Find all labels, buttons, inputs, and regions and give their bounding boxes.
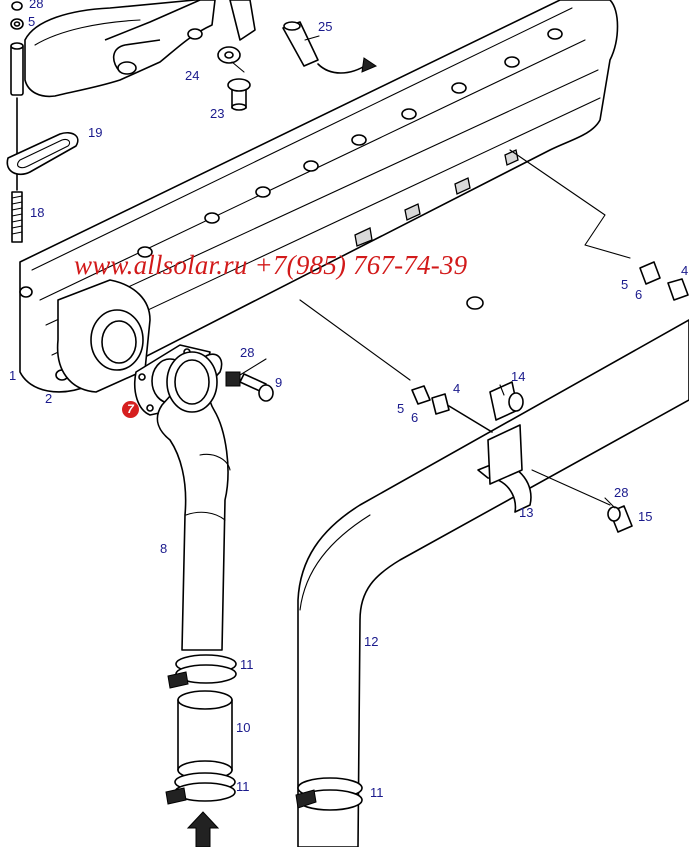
callouts: 28 5 25 24 23 19 18 1 2 28 9 5 6 4 5 6 4… xyxy=(9,0,688,800)
bolt-9 xyxy=(225,371,274,402)
pipe-8 xyxy=(156,351,231,651)
callout-13: 13 xyxy=(519,505,533,520)
callout-12: 12 xyxy=(364,634,378,649)
leader-lines xyxy=(231,35,631,509)
callout-11-upper: 11 xyxy=(240,657,254,672)
callout-1: 1 xyxy=(9,368,16,383)
left-stud-assembly xyxy=(10,1,24,243)
callout-25: 25 xyxy=(318,19,332,34)
callout-28-mid: 28 xyxy=(240,345,254,360)
callout-28-top: 28 xyxy=(29,0,43,11)
callout-15: 15 xyxy=(638,509,652,524)
callout-18: 18 xyxy=(30,205,44,220)
highlighted-part-badge[interactable]: 7 xyxy=(122,401,139,418)
callout-2: 2 xyxy=(45,391,52,406)
callout-6-right: 6 xyxy=(635,287,642,302)
callout-28-right: 28 xyxy=(614,485,628,500)
nut-15 xyxy=(607,505,633,533)
callout-4-mid: 4 xyxy=(453,381,460,396)
bracket-13 xyxy=(477,424,532,513)
callout-5-top: 5 xyxy=(28,14,35,29)
callout-19: 19 xyxy=(88,125,102,140)
clamp-11-upper xyxy=(167,654,237,689)
flow-arrow-icon xyxy=(186,811,220,847)
callout-24: 24 xyxy=(185,68,199,83)
pipe-12 xyxy=(297,319,689,847)
stud-thread xyxy=(11,191,23,243)
callout-10: 10 xyxy=(236,720,250,735)
plug-23 xyxy=(227,78,251,111)
sensor-25 xyxy=(282,21,378,74)
callout-9: 9 xyxy=(275,375,282,390)
callout-5-right: 5 xyxy=(621,277,628,292)
clamp-11-pipe xyxy=(295,777,363,811)
callout-5-mid: 5 xyxy=(397,401,404,416)
watermark-text: www.allsolar.ru +7(985) 767-74-39 xyxy=(74,250,468,280)
support-14 xyxy=(489,381,524,421)
fastener-4-mid xyxy=(411,385,493,433)
clamp-11-lower xyxy=(165,772,236,805)
callout-23: 23 xyxy=(210,106,224,121)
manifold-outlet-flange xyxy=(56,279,151,393)
callout-8: 8 xyxy=(160,541,167,556)
callout-14: 14 xyxy=(511,369,525,384)
manifold-bolt-holes xyxy=(19,28,563,381)
fastener-4-right xyxy=(639,261,689,301)
upper-elbow-bracket xyxy=(24,0,256,98)
plug-small xyxy=(466,296,484,310)
hose-10 xyxy=(177,690,233,780)
callout-6-mid: 6 xyxy=(411,410,418,425)
callout-11-lower: 11 xyxy=(236,779,250,794)
gasket-19 xyxy=(6,131,79,176)
callout-11-pipe: 11 xyxy=(370,785,384,800)
callout-4-right: 4 xyxy=(681,263,688,278)
